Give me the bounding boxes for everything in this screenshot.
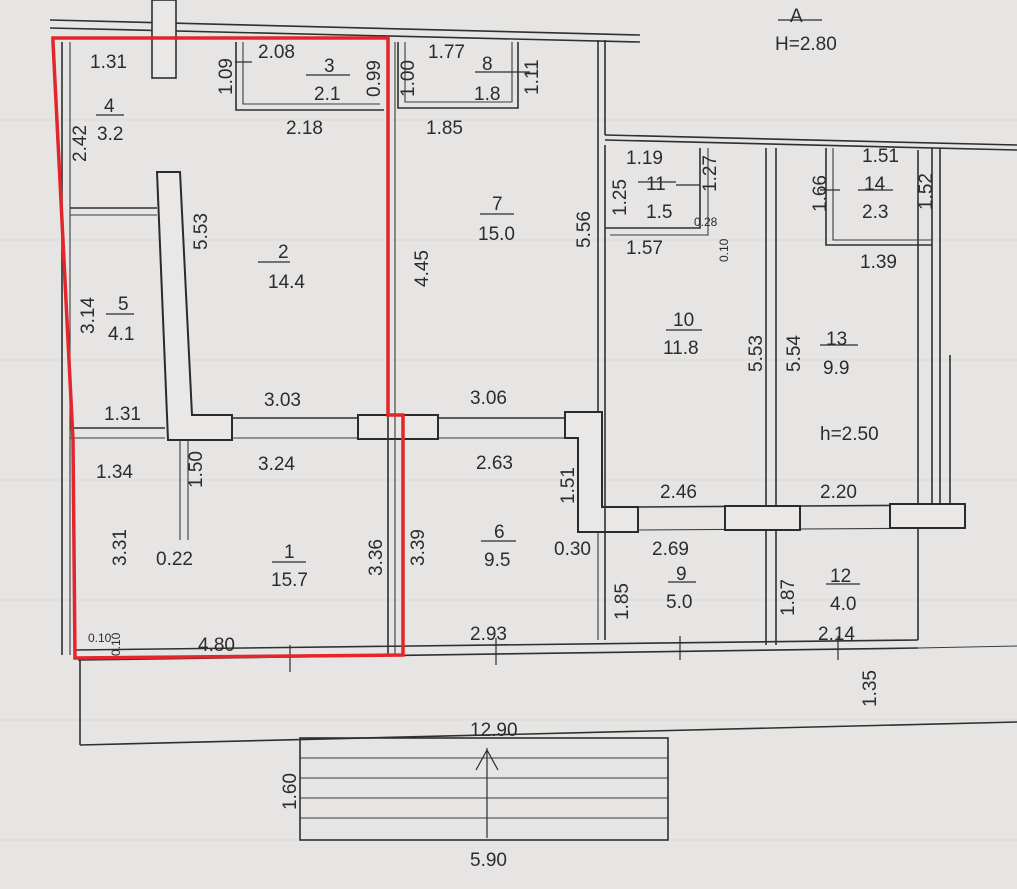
dimension-label: 1.34 [96, 462, 133, 483]
room-area: 2.1 [314, 84, 340, 105]
room-number: 8 [482, 54, 493, 75]
dimension-label: 1.85 [612, 583, 633, 620]
exterior-walls [49, 19, 1017, 746]
dimension-label: 0.22 [156, 549, 193, 570]
room-number: 14 [864, 174, 886, 195]
dimension-label: 2.69 [652, 539, 689, 560]
dimension-label: 2.18 [286, 118, 323, 139]
room-number: 5 [118, 294, 129, 315]
dimension-label: 1.52 [916, 173, 937, 210]
dimension-label: 2.63 [476, 453, 513, 474]
dimension-label: 3.14 [78, 297, 99, 334]
room-area: 15.0 [478, 224, 515, 245]
room-number: 6 [494, 522, 505, 543]
room-number: 10 [673, 310, 694, 331]
dimension-label: 1.50 [186, 451, 207, 488]
stairs [299, 737, 669, 841]
room-number: 11 [646, 174, 666, 195]
dimension-label: 0.99 [364, 60, 385, 97]
sub-height-label: h=2.50 [820, 424, 879, 445]
room-area: 5.0 [666, 592, 692, 613]
dimension-label: 5.56 [574, 211, 595, 248]
room-area: 15.7 [271, 570, 308, 591]
dimension-label: 1.66 [810, 175, 831, 212]
room-number: 9 [676, 564, 687, 585]
dimension-label: 5.54 [784, 335, 805, 372]
room-area: 9.9 [823, 358, 849, 379]
dimension-label: 3.36 [366, 539, 387, 576]
room-number: 3 [324, 56, 335, 77]
dimension-label: 1.35 [860, 670, 881, 707]
dimension-label: 3.39 [408, 529, 429, 566]
room-area: 1.8 [474, 84, 500, 105]
dimension-label: 4.80 [198, 635, 235, 656]
dimension-label: 0.10 [717, 238, 731, 262]
dimension-label: 1.51 [862, 146, 899, 167]
dimension-label: 3.06 [470, 388, 507, 409]
room-number: 13 [826, 329, 847, 350]
dimension-label: 1.85 [426, 118, 463, 139]
room-area: 1.5 [646, 202, 672, 223]
room-number: 1 [284, 542, 295, 563]
dimension-label: 1.57 [626, 238, 663, 259]
dimension-label: 1.31 [104, 404, 141, 425]
highlight-outline [51, 36, 405, 660]
room-area: 4.1 [108, 324, 134, 345]
dimension-label: 2.14 [818, 624, 855, 645]
dimension-label: 1.60 [280, 773, 301, 810]
dimension-label: 4.45 [412, 250, 433, 287]
dimension-label: 0.28 [694, 215, 718, 229]
dimension-label: 1.51 [558, 467, 579, 504]
dimension-label: 5.53 [746, 335, 767, 372]
room-labels: 1 15.7 2 14.4 3 2.1 4 3.2 5 4.1 6 9.5 7 … [97, 54, 888, 615]
dimension-label: 1.39 [860, 252, 897, 273]
room-area: 2.3 [862, 202, 888, 223]
room-number: 12 [830, 566, 851, 587]
dimension-label: 2.42 [70, 125, 91, 162]
dimension-label: 2.93 [470, 624, 507, 645]
room-area: 11.8 [663, 338, 699, 359]
dimension-label: 1.19 [626, 148, 663, 169]
room-area: 4.0 [830, 594, 856, 615]
dimension-label: 3.24 [258, 454, 295, 475]
dimension-labels: 1.31 2.08 1.09 0.99 1.00 1.77 1.11 2.42 … [70, 42, 937, 871]
dimension-label: 5.90 [470, 850, 507, 871]
dimension-label: 2.20 [820, 482, 857, 503]
dimension-label: 1.11 [522, 59, 543, 95]
room-area: 3.2 [97, 124, 123, 145]
dimension-label: 3.31 [110, 529, 131, 566]
dimension-label: 1.25 [610, 179, 631, 216]
dimension-label: 3.03 [264, 390, 301, 411]
dimension-label: 1.00 [398, 60, 419, 97]
room-number: 2 [278, 242, 289, 263]
dimension-label: 2.46 [660, 482, 697, 503]
dimension-label: 0.10 [88, 631, 112, 645]
room-number: 4 [104, 96, 115, 117]
dimension-label: 5.53 [191, 213, 212, 250]
dimension-label: 1.87 [778, 579, 799, 616]
room-number: 7 [492, 194, 503, 215]
dimension-label: 0.10 [109, 632, 123, 656]
dimension-label: 2.08 [258, 42, 295, 63]
dimension-label: 0.30 [554, 539, 591, 560]
height-label: H=2.80 [775, 34, 837, 55]
room-area: 14.4 [268, 272, 305, 293]
dimension-label: 12.90 [470, 720, 518, 741]
dimension-label: 1.09 [216, 58, 237, 95]
interior-walls [70, 40, 966, 655]
dimension-label: 1.77 [428, 42, 465, 63]
dimension-label: 1.31 [90, 52, 127, 73]
room-area: 9.5 [484, 550, 510, 571]
dimension-ticks [96, 19, 893, 672]
section-label: A [790, 6, 803, 27]
dimension-label: 1.27 [700, 155, 721, 192]
